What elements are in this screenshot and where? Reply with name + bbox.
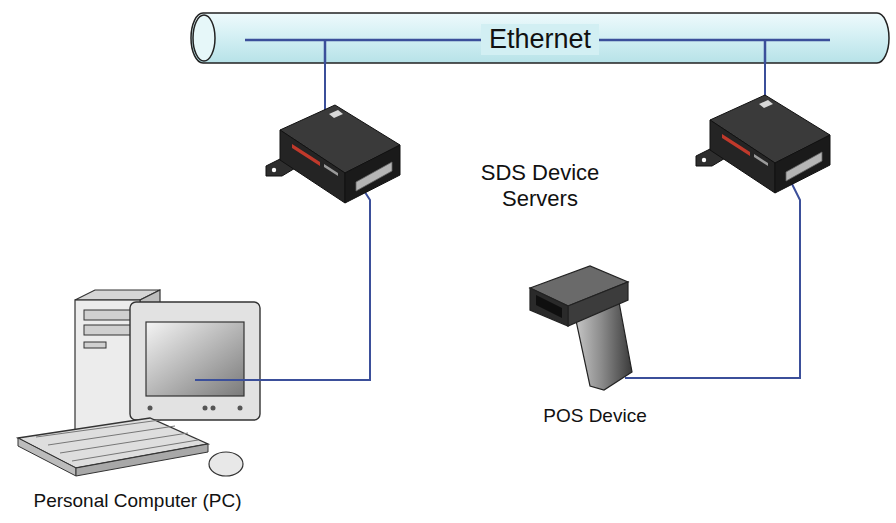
- device-name: POS Device: [543, 405, 646, 427]
- network-cable: [675, 64, 800, 378]
- pos-node: POS Device: [515, 262, 675, 427]
- device-server: [266, 105, 400, 203]
- scanner-illustration: [530, 266, 675, 390]
- tube-end: [193, 15, 215, 61]
- device-server: [696, 95, 830, 193]
- pc-illustration: [18, 290, 275, 476]
- device-name: Personal Computer (PC): [33, 490, 241, 512]
- tube-body: [191, 13, 889, 63]
- network-name: Ethernet: [481, 24, 599, 55]
- pc-node: Personal Computer (PC): [0, 280, 275, 512]
- ethernet-band: Ethernet: [190, 12, 890, 64]
- device-label: SDS Device Servers: [455, 160, 625, 213]
- network-cable: [275, 64, 370, 380]
